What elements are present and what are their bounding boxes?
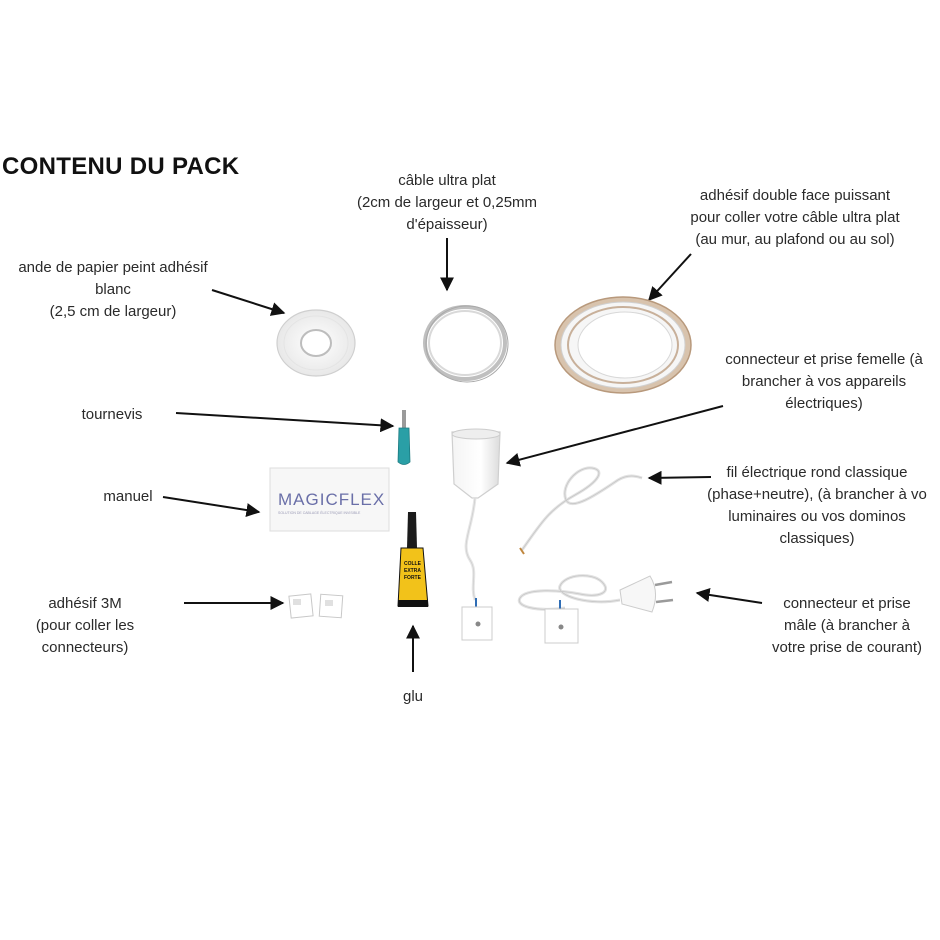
arrow-double-face — [648, 253, 692, 302]
svg-text:EXTRA: EXTRA — [404, 568, 421, 574]
manuel-booklet: MAGICFLEX SOLUTION DE CABLAGE ÉLECTRIQUE… — [269, 467, 390, 532]
label-cable-ultra-plat: câble ultra plat (2cm de largeur et 0,25… — [356, 172, 538, 233]
label-manuel: manuel — [103, 488, 153, 505]
adhesif-3m-pads — [288, 593, 344, 619]
arrow-tournevis — [175, 412, 395, 433]
svg-text:COLLE: COLLE — [404, 561, 422, 567]
label-connecteur-femelle: connecteur et prise femelle (à brancher … — [725, 351, 923, 412]
manual-tagline: SOLUTION DE CABLAGE ÉLECTRIQUE INVISIBLE — [278, 510, 361, 515]
label-fil-electrique: fil électrique rond classique (phase+neu… — [707, 464, 927, 547]
bande-papier-roll — [276, 309, 356, 377]
connecteur-prise-femelle — [451, 428, 501, 641]
arrow-manuel — [162, 496, 261, 517]
arrow-male — [695, 587, 763, 604]
connecteur-prise-male — [517, 574, 674, 644]
label-connecteur-male: connecteur et prise mâle (à brancher à v… — [771, 595, 923, 656]
tournevis-icon — [397, 410, 411, 465]
manual-brand: MAGICFLEX — [278, 490, 385, 509]
arrows — [162, 238, 763, 672]
label-glu: glu — [402, 688, 424, 705]
adhesif-double-face-roll — [554, 296, 692, 394]
svg-text:FORTE: FORTE — [404, 575, 422, 581]
cable-ultra-plat-coil — [423, 305, 509, 383]
label-adhesif-double-face: adhésif double face puissant pour coller… — [690, 187, 900, 248]
label-tournevis: tournevis — [81, 406, 143, 423]
arrow-femelle — [505, 405, 724, 467]
arrow-bande — [211, 289, 286, 316]
arrow-fil — [647, 470, 712, 485]
label-adhesif-3m: adhésif 3M (pour coller les connecteurs) — [35, 595, 135, 656]
glu-tube: COLLE EXTRA FORTE — [397, 512, 429, 607]
page-title: CONTENU DU PACK — [2, 153, 240, 180]
label-bande-papier-peint: ande de papier peint adhésif blanc (2,5 … — [18, 259, 208, 320]
fil-electrique-rond — [519, 466, 643, 555]
